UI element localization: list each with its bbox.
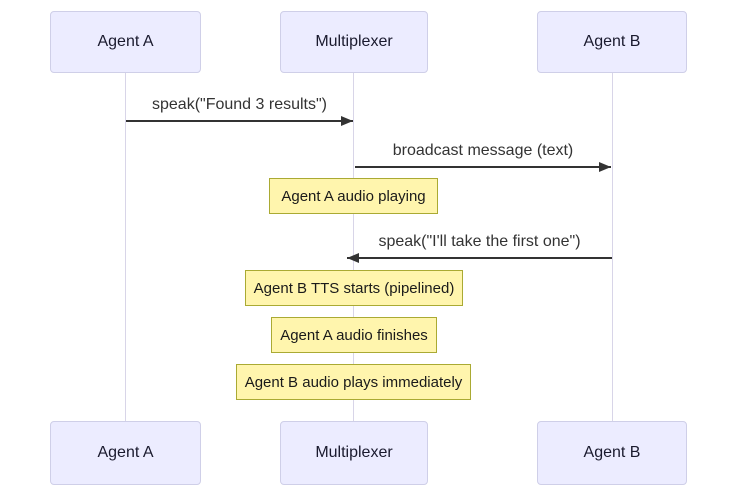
participant-label: Multiplexer: [315, 444, 393, 461]
note-label: Agent B TTS starts (pipelined): [253, 279, 455, 297]
participant-top-agent-b: Agent B: [537, 11, 687, 73]
arrowhead-left-icon: [347, 253, 359, 263]
participant-top-agent-a: Agent A: [50, 11, 201, 73]
message-arrow-line: [355, 166, 611, 168]
message-arrow-line: [347, 257, 612, 259]
participant-label: Agent B: [583, 33, 641, 50]
note: Agent A audio playing: [269, 178, 438, 214]
message-label: broadcast message (text): [392, 142, 574, 159]
participant-bottom-agent-a: Agent A: [50, 421, 201, 485]
arrowhead-right-icon: [341, 116, 353, 126]
lifeline-agent-b: [612, 72, 613, 422]
participant-top-multiplexer: Multiplexer: [280, 11, 428, 73]
note-label: Agent B audio plays immediately: [244, 373, 463, 391]
note: Agent B audio plays immediately: [236, 364, 471, 400]
note: Agent A audio finishes: [271, 317, 437, 353]
message-label: speak("I'll take the first one"): [378, 233, 581, 250]
participant-bottom-multiplexer: Multiplexer: [280, 421, 428, 485]
participant-label: Agent A: [97, 444, 154, 461]
note-label: Agent A audio finishes: [280, 326, 428, 344]
participant-label: Multiplexer: [315, 33, 393, 50]
participant-label: Agent A: [97, 33, 154, 50]
message-label: speak("Found 3 results"): [152, 96, 327, 113]
message-arrow-line: [126, 120, 353, 122]
lifeline-agent-a: [125, 72, 126, 422]
participant-label: Agent B: [583, 444, 641, 461]
note-label: Agent A audio playing: [281, 187, 426, 205]
lifeline-multiplexer: [353, 72, 354, 422]
arrowhead-right-icon: [599, 162, 611, 172]
note: Agent B TTS starts (pipelined): [245, 270, 463, 306]
participant-bottom-agent-b: Agent B: [537, 421, 687, 485]
